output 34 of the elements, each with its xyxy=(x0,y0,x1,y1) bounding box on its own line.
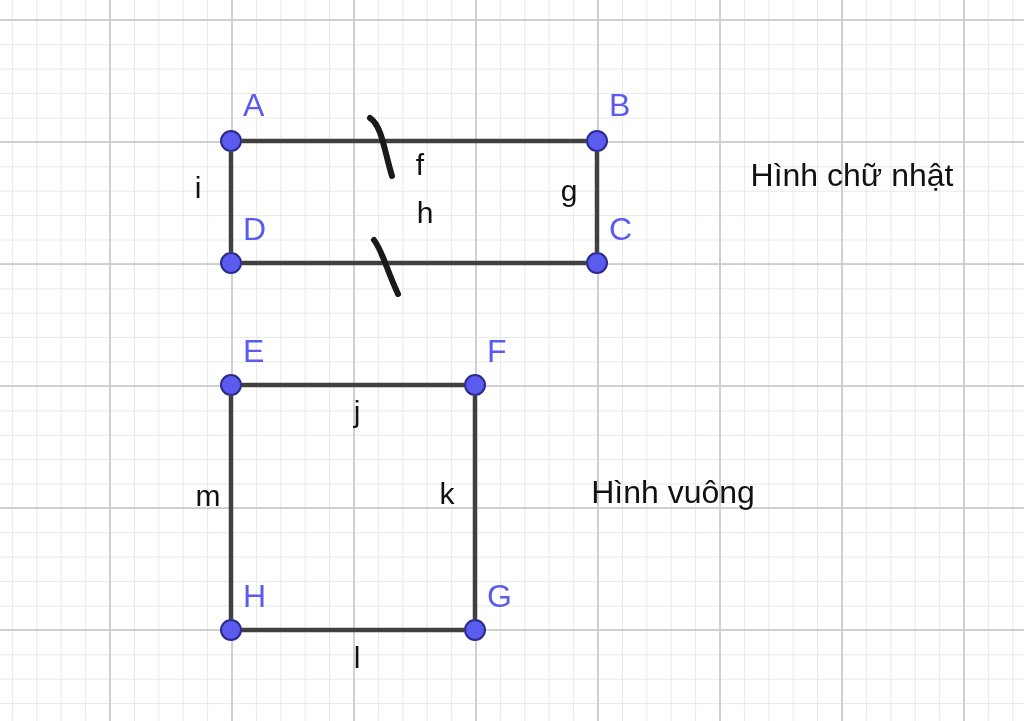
point-label: B xyxy=(609,89,631,121)
shape-name: Hình chữ nhật xyxy=(750,159,954,191)
point xyxy=(586,252,608,274)
point xyxy=(464,374,486,396)
segment-label: g xyxy=(560,176,578,206)
point xyxy=(220,374,242,396)
segment-label: l xyxy=(353,643,361,673)
point xyxy=(220,252,242,274)
line-segment xyxy=(228,396,234,619)
shape-name: Hình vuông xyxy=(591,476,755,508)
point-label: H xyxy=(243,580,267,612)
point-label: C xyxy=(609,213,633,245)
point xyxy=(586,130,608,152)
line-segment xyxy=(242,260,586,266)
segment-label: i xyxy=(194,173,202,203)
point-label: A xyxy=(243,89,265,121)
line-segment xyxy=(242,382,464,388)
line-segment xyxy=(228,152,234,252)
segment-label: k xyxy=(439,479,455,509)
point-label: D xyxy=(243,213,267,245)
point-label: F xyxy=(487,335,507,367)
point-label: G xyxy=(487,580,512,612)
segment-label: j xyxy=(353,397,361,427)
segment-label: f xyxy=(415,150,425,180)
point-label: E xyxy=(243,335,265,367)
point xyxy=(220,130,242,152)
segment-label: m xyxy=(195,481,221,511)
segment-label: h xyxy=(416,198,434,228)
point xyxy=(220,619,242,641)
point xyxy=(464,619,486,641)
line-segment xyxy=(594,152,600,252)
line-segment xyxy=(242,627,464,633)
line-segment xyxy=(472,396,478,619)
line-segment xyxy=(242,138,586,144)
